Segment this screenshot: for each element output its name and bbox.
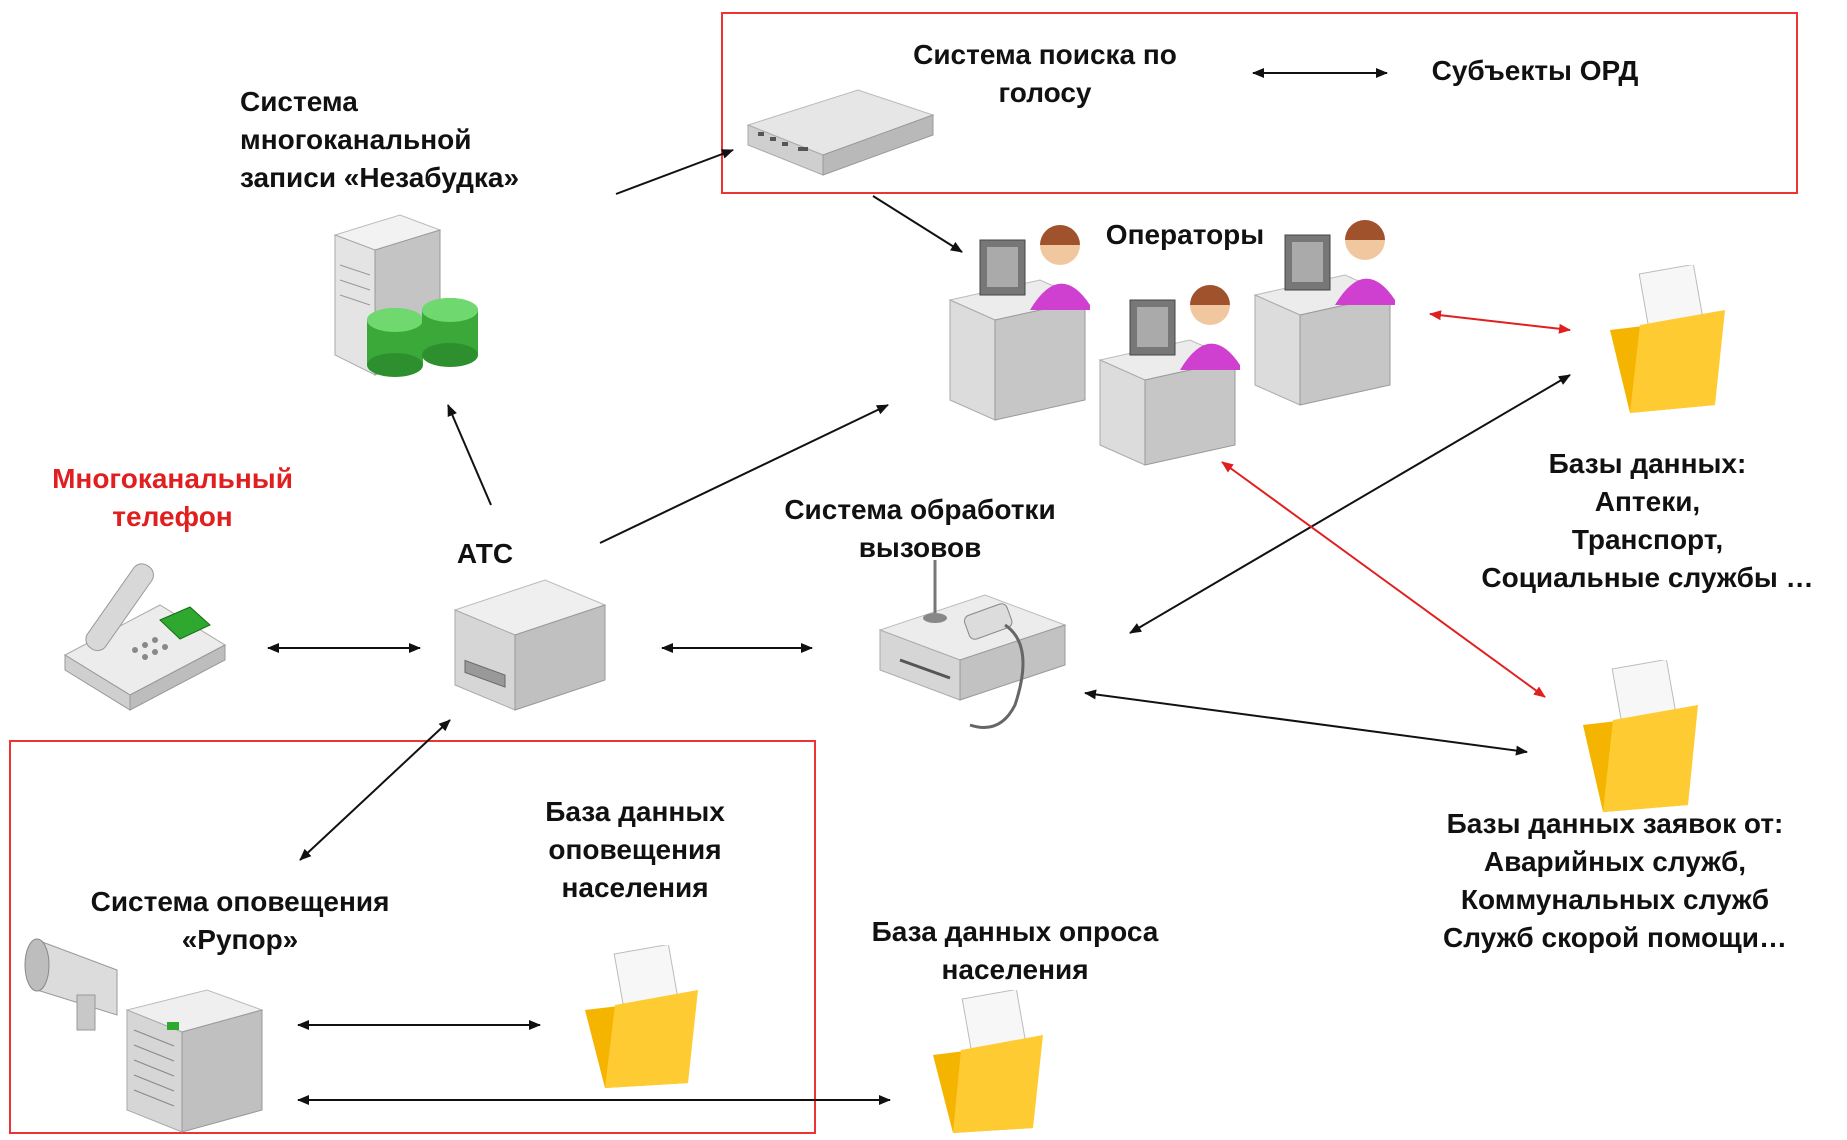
operators-text: Операторы — [1105, 219, 1265, 250]
rupor-label: Система оповещения «Рупор» — [60, 883, 420, 959]
atc-text: АТС — [456, 538, 514, 569]
phone-line-2: телефон — [112, 501, 233, 532]
rupor-line-1: Система оповещения — [90, 886, 390, 917]
survey-db-line-1: База данных опроса — [871, 916, 1159, 947]
alert-db-line-1: База данных — [545, 796, 725, 827]
alert-db-line-2: оповещения — [548, 834, 722, 865]
operator-workstation-icon — [948, 225, 1090, 421]
voice-search-line-2: голосу — [998, 77, 1092, 108]
tower-server-with-database-icon — [333, 214, 478, 377]
server-box-icon — [746, 89, 935, 176]
call-processing-label: Система обработки вызовов — [750, 491, 1090, 567]
databases-line-1: Базы данных: — [1548, 448, 1747, 479]
operators-label: Операторы — [1075, 216, 1295, 254]
voice-search-line-1: Система поиска по — [913, 39, 1177, 70]
nezabudka-line-1: Система — [240, 86, 358, 117]
alert-db-label: База данных оповещения населения — [495, 793, 775, 907]
desk-phone-icon — [63, 563, 227, 711]
call-processing-line-2: вызовов — [858, 532, 982, 563]
operator-workstation-icon — [1253, 220, 1395, 406]
phone-label: Многоканальный телефон — [20, 460, 325, 536]
nezabudka-line-3: записи «Незабудка» — [240, 162, 520, 193]
arrow-atc-nezabudka — [447, 404, 492, 506]
databases-line-3: Транспорт, — [1571, 524, 1724, 555]
phone-line-1: Многоканальный — [52, 463, 293, 494]
voice-search-frame — [721, 12, 1798, 194]
nezabudka-label: Система многоканальной записи «Незабудка… — [240, 83, 519, 197]
requests-db-line-1: Базы данных заявок от: — [1446, 808, 1784, 839]
pbx-box-icon — [453, 579, 607, 711]
requests-db-line-4: Служб скорой помощи… — [1443, 922, 1787, 953]
requests-db-label: Базы данных заявок от: Аварийных служб, … — [1420, 805, 1810, 957]
arrow-search-operators — [872, 195, 963, 253]
arrow-operators-databases-red — [1429, 310, 1571, 334]
arrow-atc-operators — [599, 404, 889, 544]
atc-label: АТС — [435, 535, 535, 573]
databases-line-4: Социальные службы … — [1481, 562, 1814, 593]
folder-icon — [1610, 265, 1725, 413]
arrow-operators-requests-red — [1221, 461, 1546, 698]
folder-icon — [933, 990, 1043, 1133]
operator-workstation-icon — [1098, 285, 1240, 466]
folder-icon — [585, 945, 698, 1088]
call-processing-line-1: Система обработки — [784, 494, 1056, 525]
call-processor-with-microphone-icon — [878, 560, 1067, 729]
rupor-line-2: «Рупор» — [181, 924, 299, 955]
nezabudka-line-2: многоканальной — [240, 124, 472, 155]
arrow-nezabudka-search — [615, 149, 734, 195]
survey-db-label: База данных опроса населения — [850, 913, 1180, 989]
ord-text: Субъекты ОРД — [1431, 55, 1639, 86]
requests-db-line-3: Коммунальных служб — [1460, 884, 1770, 915]
folder-icon — [1583, 660, 1698, 812]
ord-label: Субъекты ОРД — [1400, 52, 1670, 90]
databases-line-2: Аптеки, — [1594, 486, 1701, 517]
databases-label: Базы данных: Аптеки, Транспорт, Социальн… — [1450, 445, 1845, 597]
arrow-atc-rupor — [299, 719, 451, 861]
survey-db-line-2: населения — [941, 954, 1089, 985]
alert-db-line-3: населения — [561, 872, 709, 903]
arrow-callproc-requests — [1084, 689, 1528, 756]
voice-search-label: Система поиска по голосу — [895, 36, 1195, 112]
megaphone-and-server-icon — [24, 938, 264, 1133]
requests-db-line-2: Аварийных служб, — [1483, 846, 1747, 877]
